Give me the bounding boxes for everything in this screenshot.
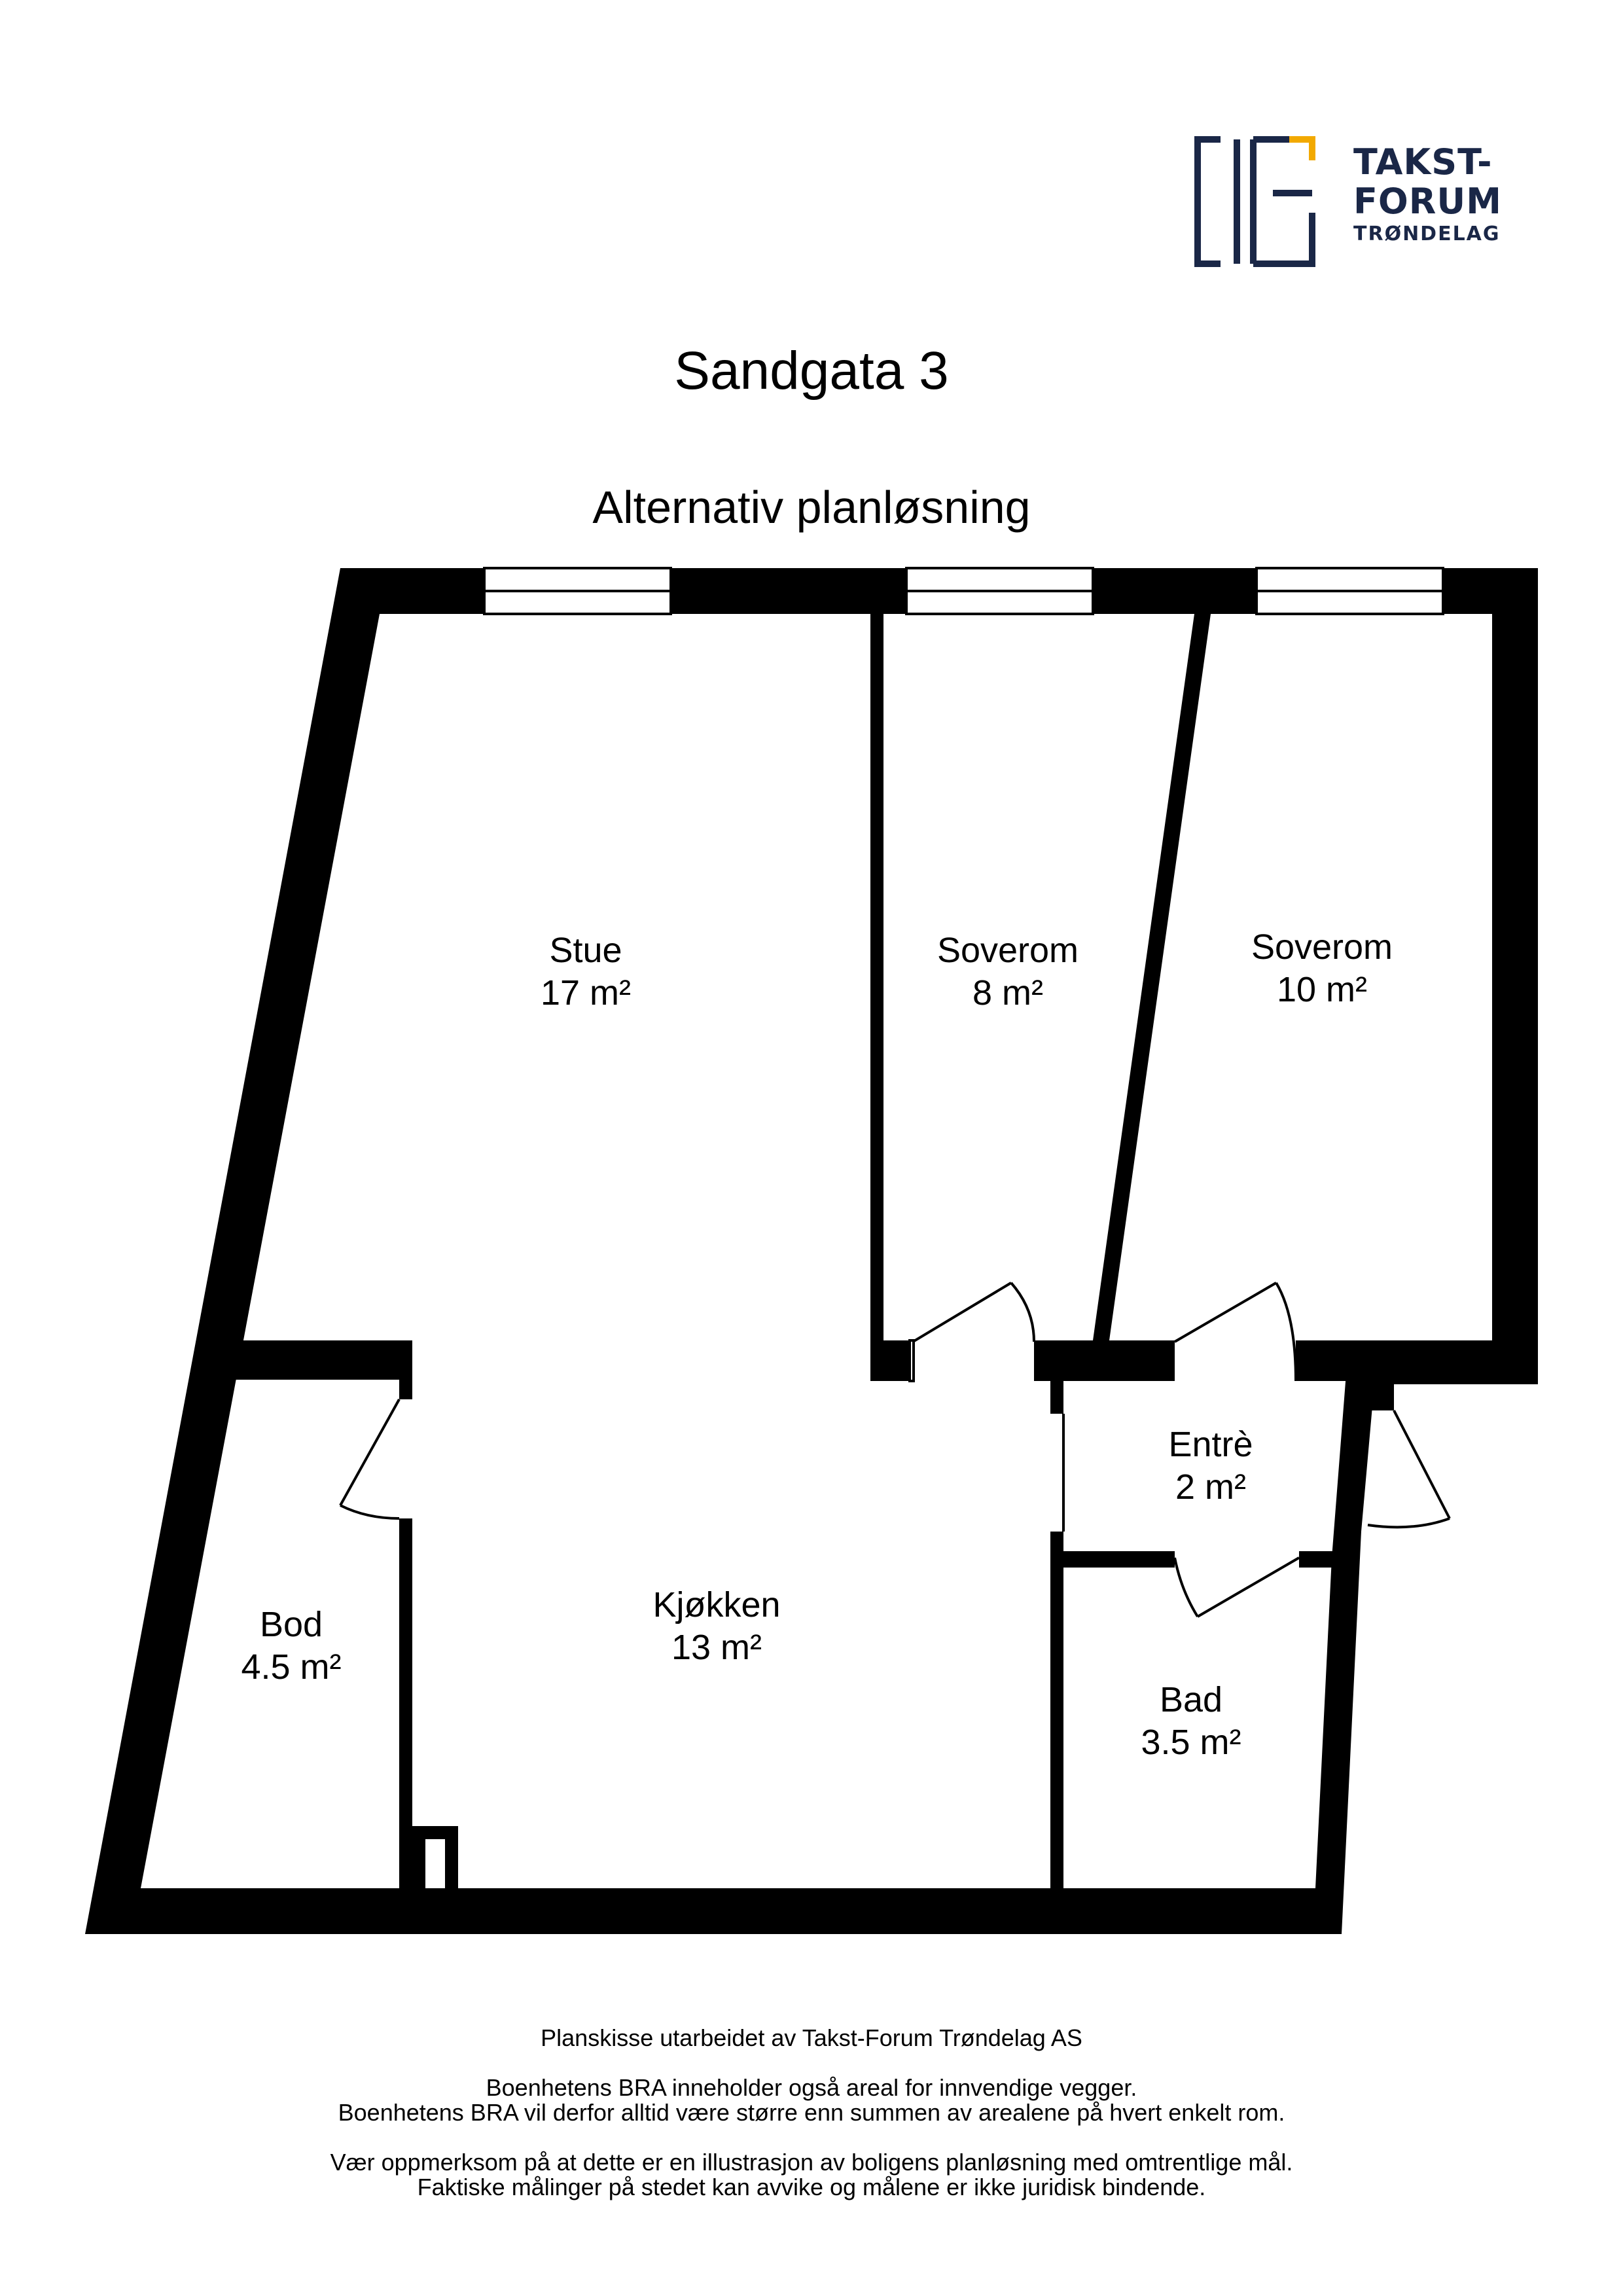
logo-line-1: TAKST- [1353,141,1493,183]
room-soverom-2-area: 10 m² [1277,970,1367,1009]
takst-forum-logo [1194,136,1315,267]
logo-text: TAKST- FORUM TRØNDELAG [1353,143,1502,247]
room-bod-area: 4.5 m² [241,1647,341,1687]
outer-wall [85,568,1538,1934]
room-entre-area: 2 m² [1175,1467,1246,1507]
room-soverom-1-name: Soverom [937,931,1079,970]
footer-bra-line-2: Boenhetens BRA vil derfor alltid være st… [338,2099,1285,2126]
room-bad-area: 3.5 m² [1141,1723,1241,1762]
footer-bra-line-1: Boenhetens BRA inneholder også areal for… [486,2074,1137,2101]
doors [339,1282,1451,1618]
room-soverom-2-name: Soverom [1251,927,1393,967]
room-kjokken-name: Kjøkken [652,1585,780,1624]
logo-line-2: FORUM [1353,181,1502,222]
footer: Planskisse utarbeidet av Takst-Forum Trø… [0,2026,1623,2200]
room-bad-name: Bad [1160,1680,1222,1719]
room-labels: Stue 17 m² Soverom 8 m² Soverom 10 m² En… [241,927,1393,1762]
page-subtitle: Alternativ planløsning [592,482,1031,533]
room-soverom-1-area: 8 m² [972,973,1043,1013]
room-bod-name: Bod [260,1605,323,1644]
room-stue-name: Stue [549,931,622,970]
logo-line-3: TRØNDELAG [1353,223,1501,245]
page-title: Sandgata 3 [674,341,949,401]
footer-disclaimer-line-1: Vær oppmerksom på at dette er en illustr… [330,2149,1293,2176]
room-kjokken-area: 13 m² [671,1628,762,1667]
windows [483,567,1444,615]
room-stue-area: 17 m² [541,973,631,1013]
footer-credit: Planskisse utarbeidet av Takst-Forum Trø… [541,2024,1082,2051]
footer-disclaimer-line-2: Faktiske målinger på stedet kan avvike o… [417,2174,1206,2200]
room-entre-name: Entrè [1168,1425,1253,1464]
interior-walls [236,614,1492,1888]
